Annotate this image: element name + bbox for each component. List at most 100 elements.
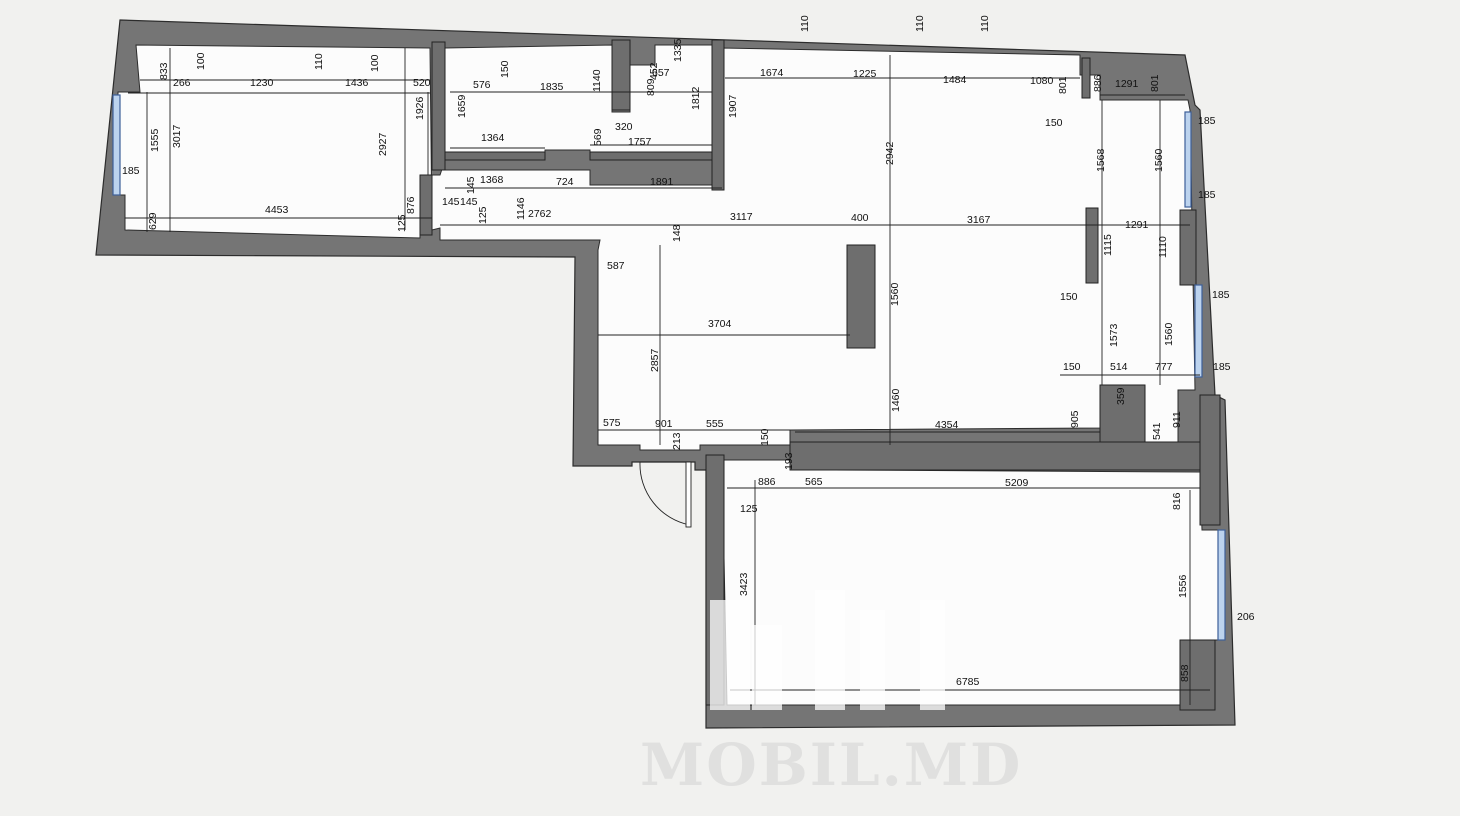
window (1184, 111, 1192, 208)
dim-label: 911 (1171, 411, 1183, 428)
internal-wall (589, 151, 713, 161)
window (1217, 529, 1226, 641)
internal-wall (444, 151, 546, 161)
bedroom-area (721, 459, 1219, 706)
dim-label: 193 (783, 452, 795, 470)
dim-label: 100 (369, 54, 381, 72)
internal-wall (431, 41, 446, 171)
dim-label: 2857 (649, 348, 661, 372)
dimension-labels: 266 1230 1436 520 185 4453 145 2762 576 … (122, 67, 1255, 688)
dim-label: 148 (671, 224, 683, 242)
dim-label: 185 (1213, 361, 1231, 373)
dim-label: 809 (645, 78, 657, 96)
dim-label: 514 (1110, 361, 1128, 373)
dim-label: 520 (413, 77, 431, 89)
dim-label: 629 (147, 212, 159, 230)
dim-label: 125 (477, 206, 489, 224)
dim-label: 1573 (1108, 323, 1120, 347)
dim-label: 777 (1155, 361, 1173, 373)
dim-label: 145 (465, 176, 477, 194)
dim-label: 1659 (456, 94, 468, 118)
dim-label: 1484 (943, 74, 967, 86)
watermark-logo: MOBIL.MD (640, 590, 1020, 799)
dim-label: 657 (652, 67, 670, 79)
dim-label: 2762 (528, 208, 552, 220)
dim-label: 125 (740, 503, 758, 515)
dim-label: 541 (1151, 422, 1163, 440)
dim-label: 901 (655, 418, 673, 430)
internal-wall (419, 174, 433, 236)
dim-label: 858 (1179, 664, 1191, 682)
dim-label: 1225 (853, 68, 877, 80)
internal-wall (1099, 384, 1146, 446)
internal-wall (711, 39, 725, 191)
dim-label: 185 (122, 165, 140, 177)
dim-label: 1555 (149, 128, 161, 152)
dim-label: 400 (851, 212, 869, 224)
dim-label: 145 (460, 196, 478, 208)
dim-label: 452 (648, 62, 660, 80)
dim-label: 3704 (708, 318, 732, 330)
dim-label: 816 (1171, 492, 1183, 510)
dim-label: 886 (1092, 74, 1104, 92)
dim-label: 266 (173, 77, 191, 89)
dim-label: 150 (759, 428, 771, 446)
dim-label: 150 (1063, 361, 1081, 373)
dim-label: 1556 (1177, 574, 1189, 598)
dim-label: 876 (405, 196, 417, 214)
dim-label: 833 (158, 62, 170, 80)
dim-label: 145 (442, 196, 460, 208)
dim-label: 1674 (760, 67, 784, 79)
dim-label: 3167 (967, 214, 991, 226)
dim-label: 587 (607, 260, 625, 272)
dim-label: 150 (1060, 291, 1078, 303)
internal-wall (1179, 639, 1216, 711)
dim-label: 1560 (1153, 148, 1165, 172)
dim-label: 320 (615, 121, 633, 133)
dimension-lines (125, 48, 1210, 705)
dim-label: 1560 (1163, 322, 1175, 346)
dim-label: 1146 (515, 197, 527, 220)
dim-label: 886 (758, 476, 776, 488)
dim-label: 150 (499, 60, 511, 78)
internal-wall (611, 39, 631, 111)
dim-label: 110 (914, 15, 926, 32)
dim-label: 1926 (414, 96, 426, 120)
internal-wall (789, 441, 1201, 471)
dim-label: 1835 (540, 81, 564, 93)
internal-wall (1199, 394, 1221, 526)
dim-label: 1291 (1125, 219, 1149, 231)
window (112, 94, 121, 196)
dim-label: 3017 (171, 124, 183, 148)
dim-label: 1436 (345, 77, 369, 89)
dim-label: 565 (805, 476, 823, 488)
dim-label: 2927 (377, 132, 389, 156)
dim-label: 185 (1212, 289, 1230, 301)
dim-label: 1560 (889, 282, 901, 306)
dim-label: 801 (1149, 74, 1161, 92)
dim-label: 5209 (1005, 477, 1029, 489)
column (846, 244, 876, 349)
dim-label: 1460 (890, 388, 902, 412)
dim-label: 1291 (1115, 78, 1139, 90)
dim-label: 1568 (1095, 148, 1107, 172)
dim-label: 3117 (730, 211, 753, 223)
dim-label: 3423 (738, 572, 750, 596)
dim-label: 569 (592, 128, 604, 146)
dim-label: 110 (799, 15, 811, 32)
dim-label: 724 (556, 176, 574, 188)
dim-label: 1364 (481, 132, 505, 144)
dim-label: 801 (1057, 76, 1069, 94)
internal-wall (1081, 57, 1091, 99)
dim-label: 206 (1237, 611, 1255, 623)
dim-label: 1757 (628, 136, 652, 148)
dim-label: 1140 (591, 69, 603, 92)
column (1179, 209, 1197, 286)
dim-label: 1812 (690, 86, 702, 110)
dim-label: 150 (1045, 117, 1063, 129)
dim-label: 2942 (884, 141, 896, 165)
dim-label: 575 (603, 417, 621, 429)
dim-label: 213 (671, 432, 683, 450)
dim-label: 905 (1069, 410, 1081, 428)
